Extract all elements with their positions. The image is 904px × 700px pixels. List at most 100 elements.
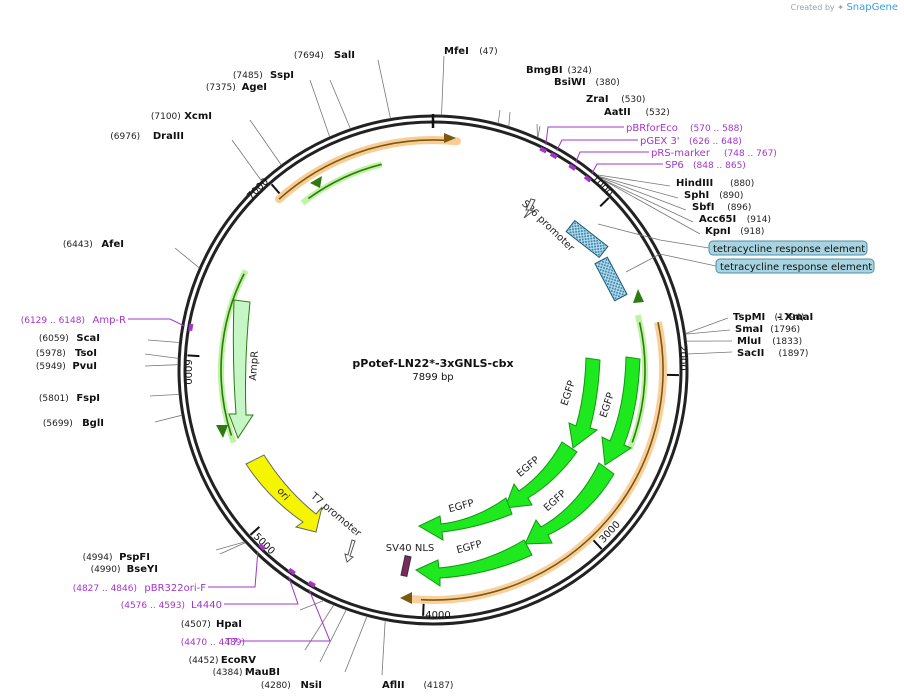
tre-leader-1	[597, 223, 710, 249]
xmai-label: - XmaI	[777, 312, 813, 323]
enzyme-name: BglI	[82, 418, 104, 429]
primer-leader	[224, 576, 299, 605]
enzyme-leader	[602, 178, 694, 223]
enzyme-position: (7100)	[151, 112, 181, 122]
enzyme-leader	[144, 364, 179, 367]
enzyme-name: PvuI	[72, 361, 97, 372]
enzyme-leader	[599, 176, 687, 211]
plasmid-length: 7899 bp	[412, 372, 453, 383]
enzyme-name: SphI	[684, 190, 709, 201]
tre-block-1	[565, 219, 609, 259]
enzyme-position: (7485)	[233, 71, 263, 81]
primer-site-marker	[549, 152, 558, 160]
egfp-label: EGFP	[598, 391, 616, 419]
egfp-label: EGFP	[559, 379, 577, 407]
enzyme-position: (1796)	[770, 325, 800, 335]
enzyme-position: (324)	[568, 66, 592, 76]
enzyme-leader	[687, 351, 733, 355]
primer-name: pBR322ori-F	[144, 583, 206, 594]
right-green-arrowhead	[633, 289, 644, 303]
egfp-arrow	[417, 497, 513, 541]
enzyme-name: AfeI	[101, 239, 124, 250]
egfp-arrow	[568, 357, 601, 449]
enzyme-leader	[377, 59, 391, 119]
enzyme-name: SspI	[270, 70, 294, 81]
enzyme-leader	[147, 339, 180, 343]
enzyme-leader	[536, 123, 538, 138]
enzyme-leader	[344, 616, 368, 673]
enzyme-position: (5699)	[43, 419, 73, 429]
ampr-arrow	[228, 299, 254, 440]
enzyme-name: Acc65I	[699, 214, 736, 225]
enzyme-position: (4384)	[213, 668, 243, 678]
enzyme-leader	[441, 55, 445, 116]
primer-name: SP6	[665, 160, 684, 171]
primer-leader	[591, 163, 663, 175]
t7-promoter-arrow	[344, 539, 356, 563]
tre-badge-2-label: tetracycline response element	[720, 262, 872, 273]
enzyme-position: (530)	[621, 95, 645, 105]
enzyme-position: (1794)	[775, 313, 805, 323]
plasmid-name: pPotef-LN22*-3xGNLS-cbx	[352, 357, 513, 370]
enzyme-leader	[174, 247, 200, 269]
enzyme-name: SbfI	[692, 202, 714, 213]
enzyme-position: (5978)	[36, 349, 66, 359]
primer-leader	[575, 151, 649, 163]
primer-position: (748 .. 767)	[724, 149, 777, 159]
enzyme-leader	[299, 600, 325, 611]
top-arc-line	[278, 139, 446, 200]
top-green-arrowhead	[310, 176, 322, 188]
enzyme-name: SalI	[334, 50, 355, 61]
left-green-line	[220, 273, 245, 436]
enzyme-name: SmaI	[735, 324, 763, 335]
enzyme-position: (7694)	[294, 51, 324, 61]
tre-block-2	[594, 256, 628, 302]
ampr-label: AmpR	[248, 350, 261, 381]
enzyme-leader	[249, 119, 282, 166]
primer-leader	[556, 139, 638, 151]
sp6-promoter-arrow	[523, 198, 536, 219]
enzyme-leader	[231, 139, 263, 182]
enzyme-position: (380)	[596, 78, 620, 88]
enzyme-position: (6059)	[39, 334, 69, 344]
enzyme-position: (1897)	[779, 349, 809, 359]
enzyme-name: AflII	[382, 680, 405, 691]
enzyme-leader	[329, 79, 351, 129]
tick-mark	[592, 539, 603, 550]
primer-leader	[545, 126, 624, 145]
enzyme-name: AatII	[604, 107, 631, 118]
primer-name: T7	[225, 637, 238, 648]
enzyme-position: (890)	[719, 191, 743, 201]
enzyme-position: (896)	[727, 203, 751, 213]
enzyme-leader	[149, 394, 180, 397]
enzyme-name: AgeI	[242, 82, 267, 93]
enzyme-position: (47)	[479, 47, 497, 57]
right-arc-line	[420, 322, 664, 601]
primer-name: pRS-marker	[651, 148, 711, 159]
enzyme-leader	[598, 176, 679, 199]
egfp-arrow	[524, 462, 615, 545]
enzyme-position: (6976)	[110, 132, 140, 142]
primer-position: (6129 .. 6148)	[21, 316, 85, 326]
snapgene-credit: Created by ✦ SnapGene	[791, 2, 898, 13]
primer-site-marker	[568, 163, 577, 171]
enzyme-name: BsiWI	[554, 77, 586, 88]
egfp-arrow	[601, 356, 641, 466]
enzyme-leader	[154, 414, 183, 423]
enzyme-position: (5801)	[39, 394, 69, 404]
primer-name: Amp-R	[93, 315, 127, 326]
enzyme-leader	[685, 317, 729, 334]
egfp-label: EGFP	[447, 498, 475, 515]
tre-badge-1-label: tetracycline response element	[713, 244, 865, 255]
enzyme-name: BseYI	[127, 564, 158, 575]
enzyme-position: (918)	[740, 227, 764, 237]
enzyme-name: FspI	[76, 393, 100, 404]
enzyme-position: (6443)	[63, 240, 93, 250]
enzyme-name: EcoRV	[221, 655, 256, 666]
tick-mark	[187, 354, 200, 358]
enzyme-position: (4187)	[424, 681, 454, 691]
enzyme-leader	[508, 111, 511, 127]
enzyme-position: (4452)	[189, 656, 219, 666]
enzyme-position: (914)	[747, 215, 771, 225]
